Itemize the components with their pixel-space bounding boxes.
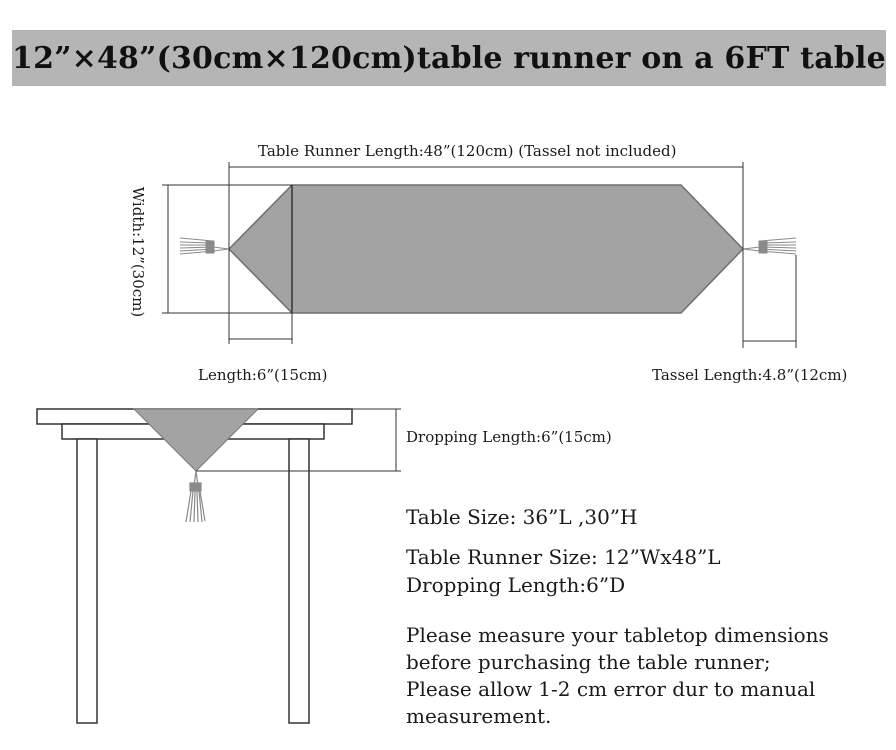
note-line: Please measure your tabletop dimensions (406, 623, 829, 647)
table-runner-shape (227, 184, 745, 314)
page-title: 12”×48”(30cm×120cm)table runner on a 6FT… (12, 41, 886, 76)
note-line: Please allow 1-2 cm error dur to manual (406, 677, 816, 701)
tip-length-dimension (228, 249, 293, 344)
tassel-length-label: Tassel Length:4.8”(12cm) (652, 366, 848, 384)
dropping-length-spec: Dropping Length:6”D (406, 573, 626, 597)
runner-length-dimension (228, 162, 744, 249)
hanging-tassel-icon (185, 470, 206, 523)
runner-length-label: Table Runner Length:48”(120cm) (Tassel n… (258, 142, 677, 160)
runner-drop-shape (132, 408, 260, 472)
measurement-note: Please measure your tabletop dimensions … (406, 622, 829, 730)
table-size-spec: Table Size: 36”L ,30”H (406, 505, 638, 529)
dropping-length-dimension (196, 408, 401, 472)
note-line: before purchasing the table runner; (406, 650, 771, 674)
table-leg-left (76, 438, 98, 724)
tip-length-label: Length:6”(15cm) (198, 366, 328, 384)
tassel-length-dimension (742, 249, 797, 348)
right-tassel-icon (742, 237, 797, 255)
runner-size-spec: Table Runner Size: 12”Wx48”L (406, 545, 721, 569)
dropping-length-label: Dropping Length:6”(15cm) (406, 428, 612, 446)
runner-width-dimension (162, 184, 292, 314)
note-line: measurement. (406, 704, 552, 728)
left-tassel-icon (179, 237, 230, 255)
runner-width-label: Width:12”(30cm) (129, 186, 147, 318)
table-leg-right (288, 438, 310, 724)
title-bar: 12”×48”(30cm×120cm)table runner on a 6FT… (12, 30, 886, 86)
